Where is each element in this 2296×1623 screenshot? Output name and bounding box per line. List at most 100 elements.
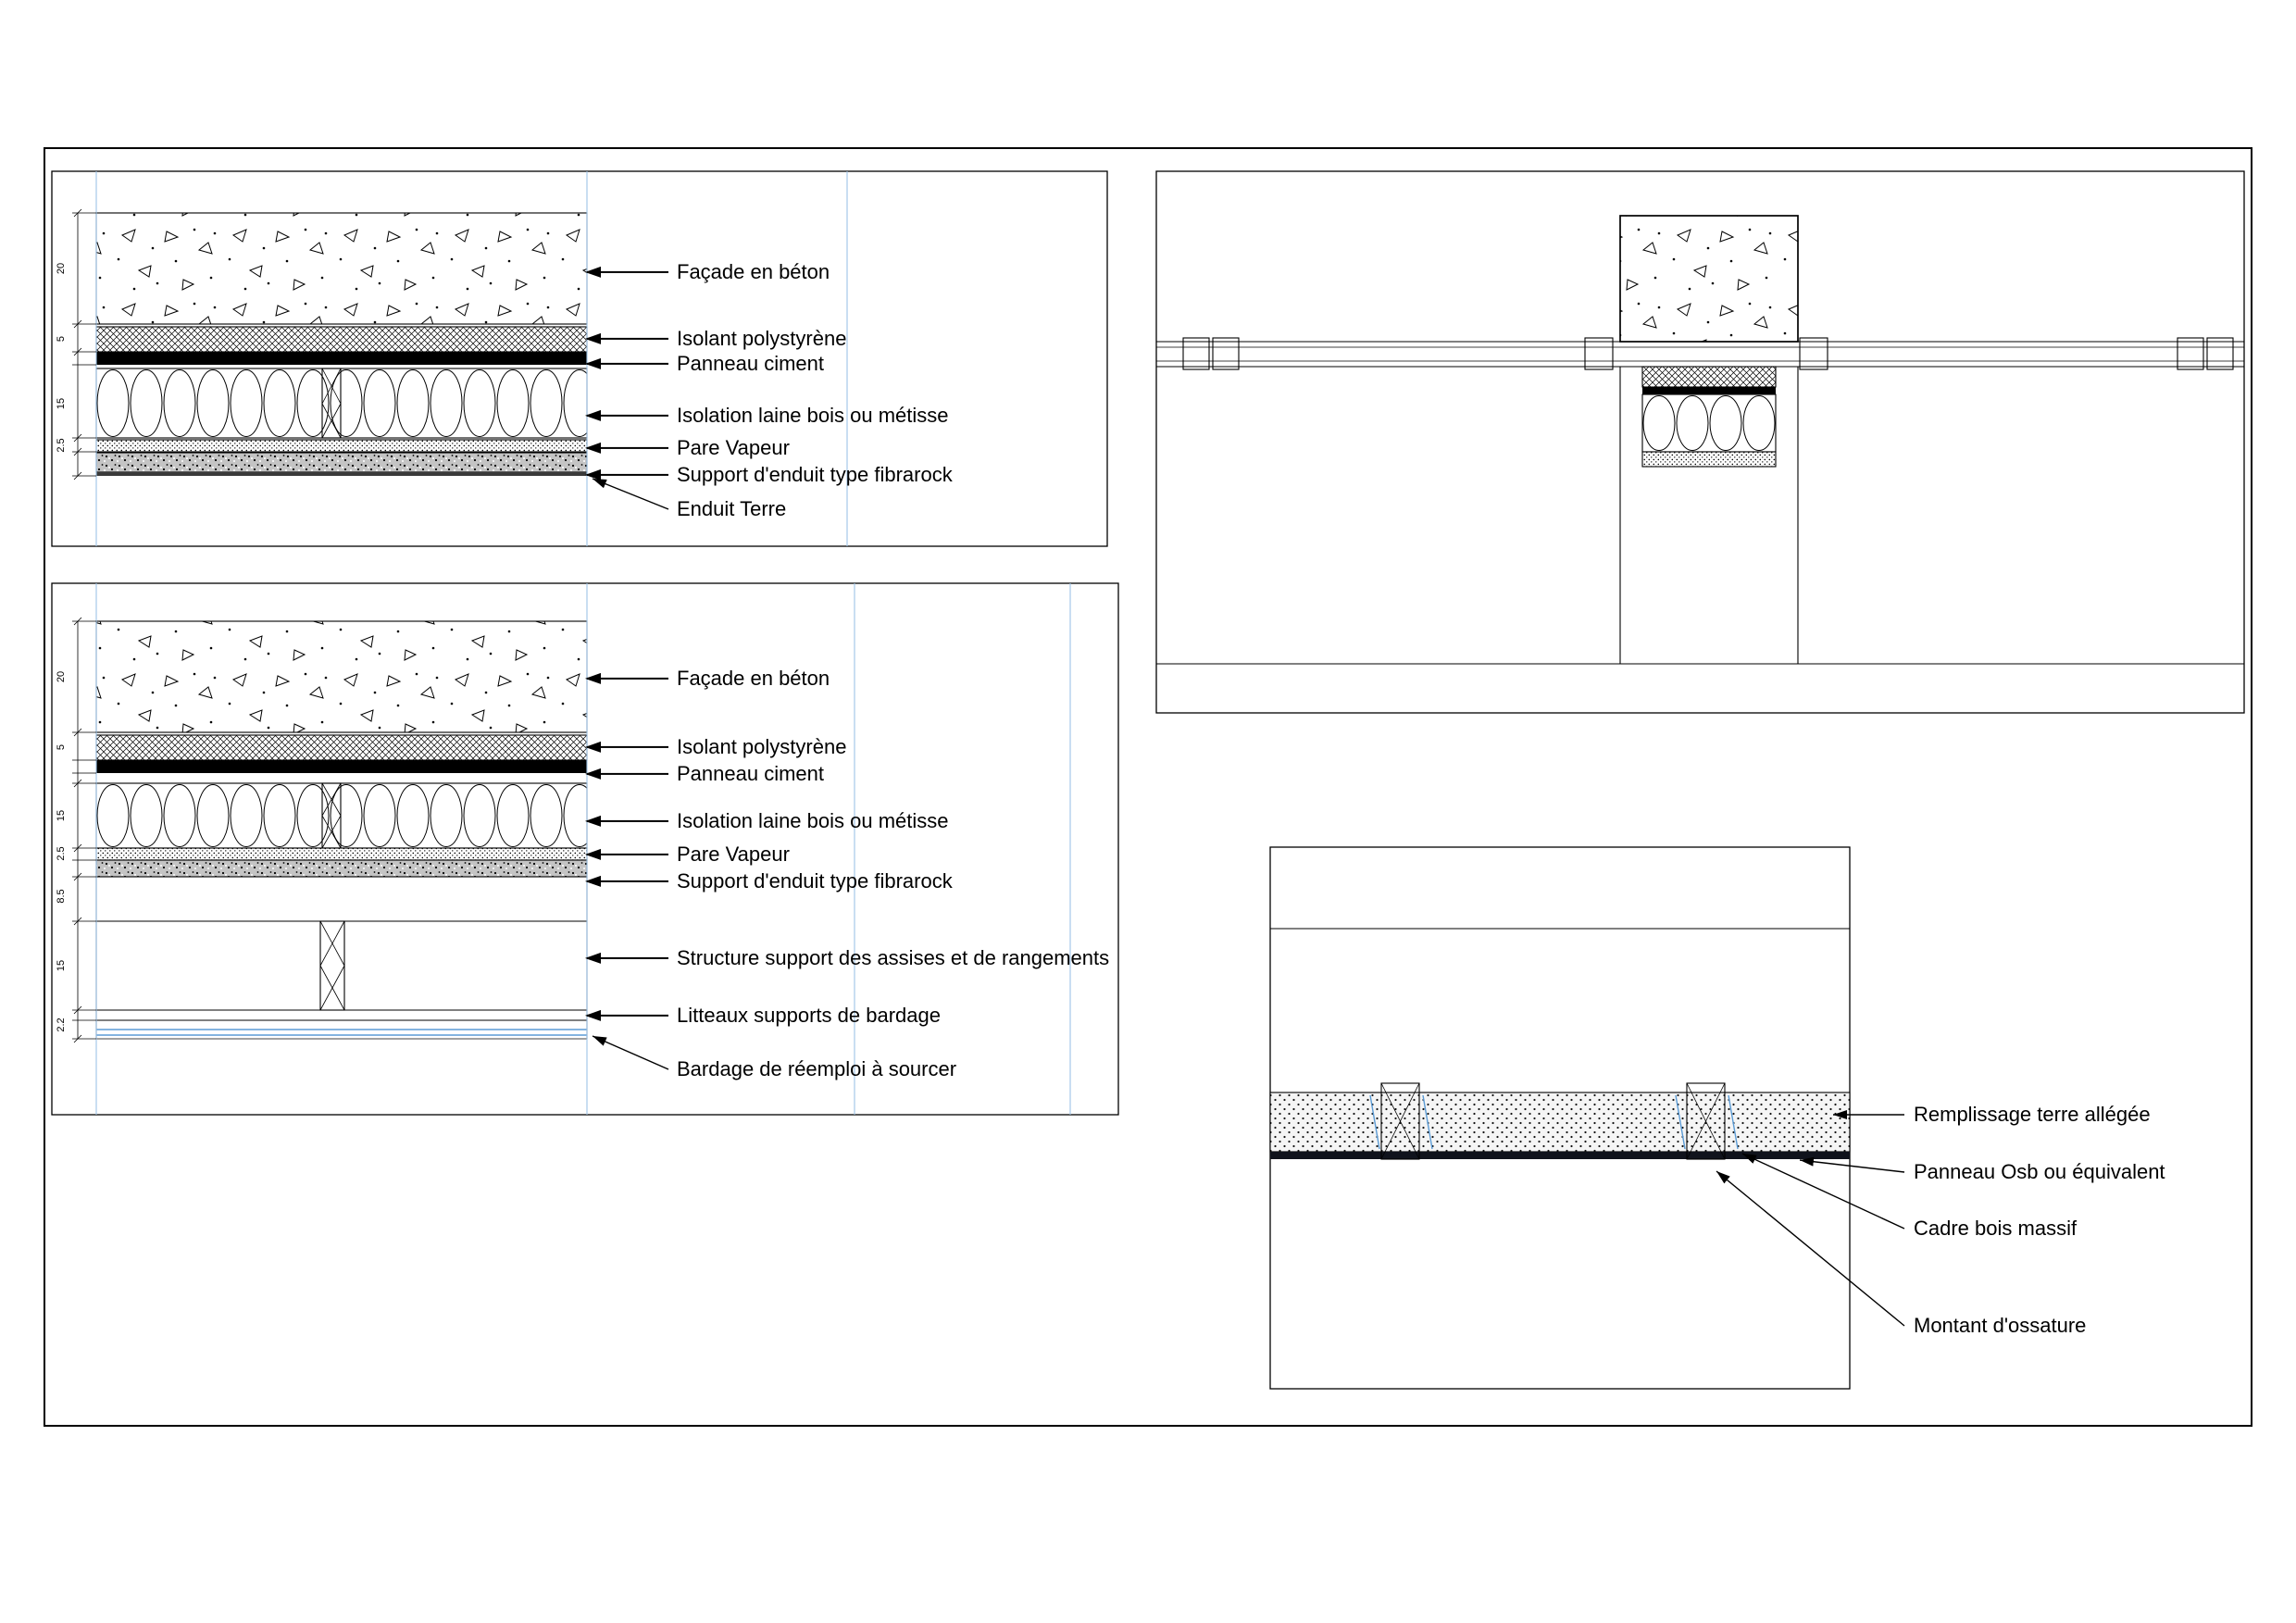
label-text: Panneau Osb ou équivalent	[1914, 1159, 2165, 1183]
fixing-block	[1182, 337, 1210, 370]
panel-top-right-plan	[1155, 170, 2245, 714]
tl-label-support-enduit: Support d'enduit type fibrarock	[585, 462, 953, 486]
left-arrow-icon	[585, 469, 668, 481]
left-arrow-icon	[585, 768, 668, 780]
label-text: Isolant polystyrène	[677, 326, 847, 350]
dimension-slashes	[73, 617, 82, 1043]
earth-infill-band	[1269, 1092, 1851, 1153]
label-text: Pare Vapeur	[677, 435, 790, 459]
dimension-value: 20	[56, 670, 67, 683]
label-text: Structure support des assises et de rang…	[677, 945, 1110, 969]
left-arrow-icon	[585, 358, 668, 369]
dimension-value: 2.5	[56, 846, 67, 861]
label-text: Bardage de réemploi à sourcer	[677, 1056, 957, 1080]
dimension-value: 15	[56, 959, 67, 972]
bl-label-isolation-laine: Isolation laine bois ou métisse	[585, 808, 949, 832]
bl-label-facade-en-beton: Façade en béton	[585, 667, 830, 690]
fibrarock-layer	[95, 452, 588, 473]
structure-post-bracing	[319, 920, 345, 1011]
label-text: Cadre bois massif	[1914, 1216, 2078, 1240]
left-arrow-icon	[585, 742, 668, 753]
tl-label-enduit-terre: Enduit Terre	[587, 496, 787, 520]
cement-panel-layer	[96, 352, 587, 365]
polystyrene-layer	[95, 734, 588, 761]
left-arrow-icon	[585, 443, 668, 454]
dimension-value: 5	[56, 743, 67, 751]
left-arrow-icon	[585, 673, 668, 684]
dimension-value: 8.5	[56, 889, 67, 904]
bardage-arrow	[592, 1035, 669, 1070]
panel-bottom-left-section	[51, 582, 1119, 1116]
fixing-block	[2177, 337, 2204, 370]
br-label-panneau-osb: Panneau Osb ou équivalent	[1914, 1159, 2165, 1183]
bl-label-support-enduit: Support d'enduit type fibrarock	[585, 868, 953, 893]
label-text: Enduit Terre	[677, 496, 787, 520]
bl-label-isolant-polystyrene: Isolant polystyrène	[585, 734, 847, 758]
vapour-barrier-layer	[95, 847, 588, 861]
left-arrow-icon	[585, 816, 668, 827]
tl-label-isolant-polystyrene: Isolant polystyrène	[585, 326, 847, 350]
render-band-under-pier	[1641, 451, 1777, 468]
label-text: Panneau ciment	[677, 761, 824, 785]
cadre-bois-arrow	[1741, 1153, 1905, 1230]
osb-arrow	[1799, 1156, 1905, 1173]
tl-label-facade-en-beton: Façade en béton	[585, 259, 830, 283]
montant-arrow	[1716, 1170, 1905, 1327]
stud-bracing	[321, 368, 342, 439]
dimension-value: 2.2	[56, 1017, 67, 1032]
fixing-block	[1799, 337, 1828, 370]
polystyrene-layer	[95, 326, 588, 353]
wood-wool-layer	[95, 782, 588, 849]
wood-wool-layer	[95, 368, 588, 439]
dimension-slashes	[73, 208, 82, 481]
label-text: Remplissage terre allégée	[1914, 1102, 2151, 1126]
sheet-border	[44, 147, 2252, 1427]
bl-label-panneau-ciment: Panneau ciment	[585, 761, 824, 785]
label-text: Montant d'ossature	[1914, 1313, 2087, 1337]
solid-wood-frame-marks	[1369, 1094, 1739, 1150]
panel-bottom-right-plan	[1269, 846, 1905, 1390]
left-arrow-icon	[585, 333, 668, 344]
bl-label-structure-support: Structure support des assises et de rang…	[585, 945, 1110, 969]
tl-label-pare-vapeur: Pare Vapeur	[585, 435, 790, 459]
bl-label-bardage: Bardage de réemploi à sourcer	[587, 1056, 957, 1080]
dimension-value: 15	[56, 397, 67, 410]
fibrarock-layer	[95, 859, 588, 878]
vapour-barrier-layer	[95, 439, 588, 453]
label-text: Support d'enduit type fibrarock	[677, 462, 953, 486]
frame-stud	[1686, 1082, 1726, 1160]
fixing-block	[2206, 337, 2234, 370]
enduit-terre-arrow	[592, 478, 669, 510]
label-text: Support d'enduit type fibrarock	[677, 868, 953, 893]
panel-border	[1155, 170, 2245, 714]
panel-top-left-section	[51, 170, 1108, 547]
earth-render-layer	[96, 472, 587, 476]
concrete-facade-layer	[95, 212, 588, 325]
br-label-remplissage-terre: Remplissage terre allégée	[1914, 1102, 2151, 1126]
panel-border	[51, 170, 1108, 547]
left-arrow-icon	[585, 849, 668, 860]
left-arrow-icon	[585, 267, 668, 278]
bl-label-pare-vapeur: Pare Vapeur	[585, 843, 790, 866]
fixing-block	[1212, 337, 1240, 370]
frame-stud-bracing	[1686, 1082, 1726, 1160]
wood-wool-under-pier	[1641, 393, 1777, 453]
cement-panel-under-pier	[1642, 387, 1776, 394]
dimension-value: 15	[56, 809, 67, 822]
dimension-value: 2.5	[56, 438, 67, 453]
label-text: Isolation laine bois ou métisse	[677, 808, 949, 832]
frame-stud	[1380, 1082, 1420, 1160]
br-label-montant-ossature: Montant d'ossature	[1914, 1313, 2087, 1337]
left-arrow-icon	[585, 410, 668, 421]
br-label-cadre-bois: Cadre bois massif	[1914, 1217, 2077, 1240]
concrete-pier	[1619, 215, 1799, 343]
cement-panel-layer	[96, 760, 587, 773]
dimension-value: 5	[56, 335, 67, 343]
polystyrene-under-pier	[1641, 366, 1777, 388]
panel-border	[51, 582, 1119, 1116]
label-text: Isolant polystyrène	[677, 734, 847, 758]
dimension-ticks	[72, 212, 96, 477]
label-text: Façade en béton	[677, 259, 830, 283]
